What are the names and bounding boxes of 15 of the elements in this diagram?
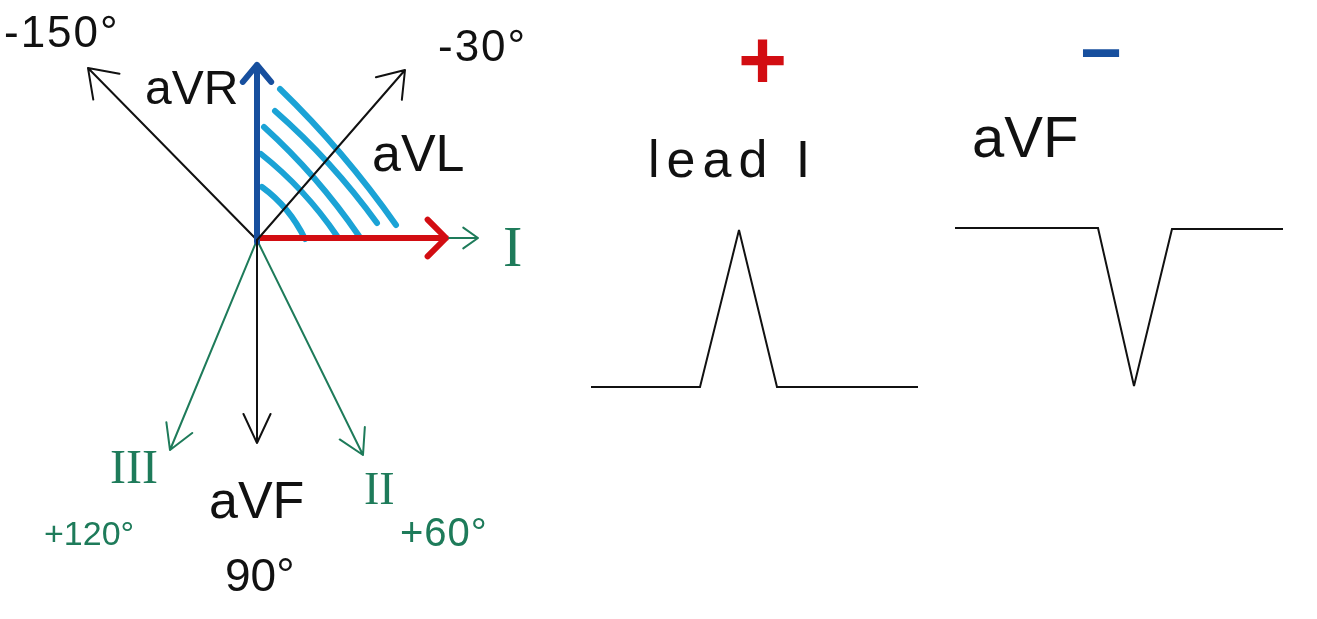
angle-label: +120° [44, 516, 135, 550]
angle-label: +60° [400, 512, 488, 552]
lead-label: II [364, 466, 395, 512]
plus-sign: + [738, 18, 788, 102]
angle-label: -30° [438, 24, 528, 68]
lead-label: III [110, 443, 158, 491]
lead-label: aVF [209, 474, 305, 526]
lead-label: aVR [145, 64, 239, 112]
angle-label: 90° [225, 552, 295, 598]
lead-label: aVL [372, 127, 465, 179]
angle-label: -150° [4, 10, 120, 54]
minus-sign: − [1080, 16, 1123, 88]
lead-label: lead I [648, 133, 818, 185]
lead-label: aVF [972, 108, 1079, 166]
lead-label: I [503, 218, 523, 276]
